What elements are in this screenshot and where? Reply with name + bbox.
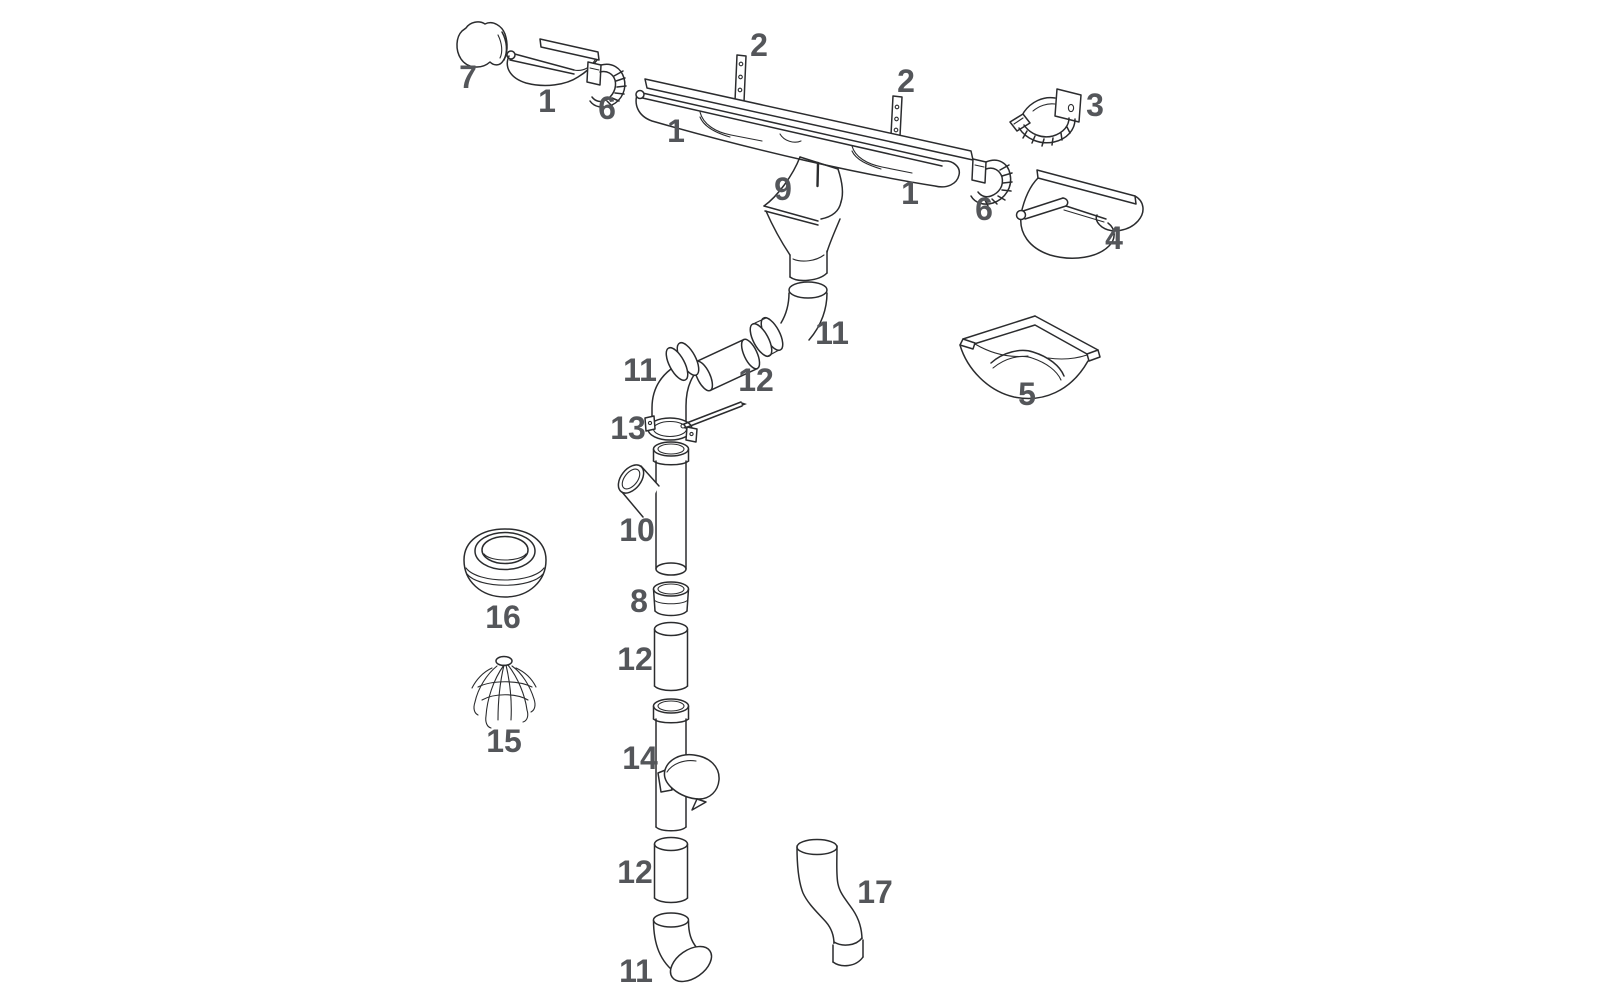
part-gutter-corner [1015,169,1144,259]
label-pipe-lower: 12 [617,854,653,890]
part-inside-corner [959,315,1101,400]
label-pipe-clamp: 13 [610,410,646,446]
union-hatching [600,70,627,109]
label-union-left: 6 [598,90,616,126]
part-gutter-long [635,78,974,188]
part-sleeve-coupling [652,581,690,617]
part-union-right [970,158,1013,207]
label-sleeve-coupling: 8 [630,583,648,619]
label-gutter-short: 1 [538,83,556,119]
bracket-hatching [1022,126,1071,147]
part-branch-pipe [617,441,690,576]
part-strap-left [734,54,747,103]
label-leaf-strainer: 15 [486,723,522,759]
part-pipe-clamp [644,401,747,443]
part-elbow-upper-right [749,281,828,358]
label-pipe-diagonal: 12 [738,362,774,398]
part-labels: 7 1 6 2 1 2 3 1 6 4 9 11 12 11 13 5 10 8… [459,27,1123,989]
part-union-left [586,61,627,109]
part-diverter-pipe [652,698,720,832]
part-outlet-funnel [763,156,844,282]
part-outlet-shoe [652,912,713,983]
label-roof-collar: 16 [485,599,521,635]
label-gutter-corner: 4 [1105,220,1123,256]
label-gutter-long-right: 1 [901,175,919,211]
label-outlet-funnel: 9 [774,171,792,207]
label-pipe-middle: 12 [617,641,653,677]
diagram-artwork [456,21,1144,983]
label-outlet-shoe: 11 [619,953,653,989]
label-end-cap: 7 [459,59,477,95]
part-fascia-bracket [1009,88,1082,147]
part-offset-bend [796,838,864,967]
part-gutter-short [506,38,600,87]
label-elbow-upper-left: 11 [623,352,657,388]
label-strap-right: 2 [897,63,915,99]
union-hatching [984,164,1013,207]
part-leaf-strainer [471,655,537,729]
part-roof-collar [463,528,547,598]
label-union-right: 6 [975,191,993,227]
label-gutter-long-left: 1 [667,113,685,149]
label-offset-bend: 17 [857,874,893,910]
label-strap-left: 2 [750,27,768,63]
label-branch-pipe: 10 [619,512,655,548]
part-strap-right [890,95,903,137]
part-end-cap [456,21,508,68]
part-pipe-middle [653,621,689,692]
part-elbow-upper-left [651,341,700,434]
label-elbow-upper-right: 11 [815,315,849,351]
part-pipe-lower [653,836,689,904]
label-fascia-bracket: 3 [1086,87,1104,123]
label-diverter-pipe: 14 [622,740,658,776]
label-inside-corner: 5 [1018,376,1036,412]
